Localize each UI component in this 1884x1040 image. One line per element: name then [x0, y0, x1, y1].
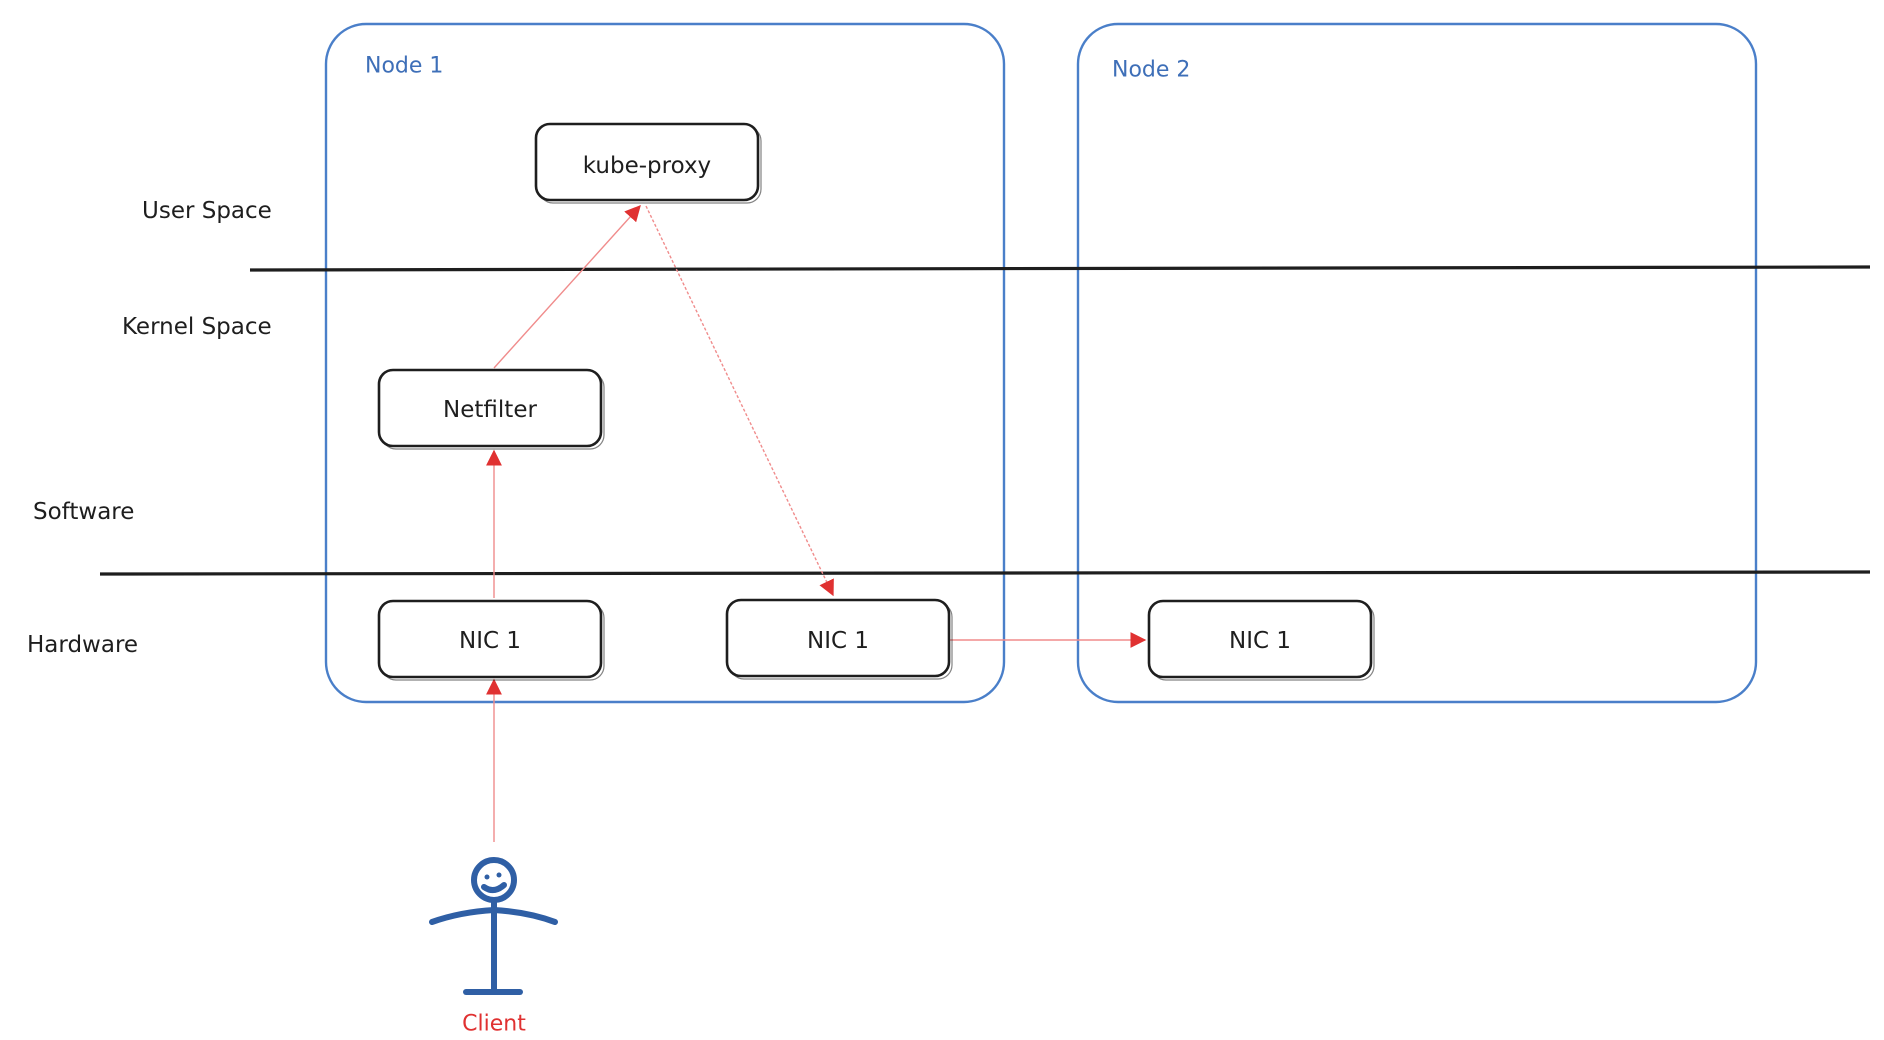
arrow-kube-proxy-to-nic	[645, 205, 834, 597]
node2-nic-box: NIC 1	[1147, 599, 1375, 681]
node-1-title: Node 1	[365, 54, 443, 79]
node1-nic-out-label: NIC 1	[807, 628, 869, 654]
arrow-netfilter-to-kube-proxy	[493, 205, 641, 369]
node1-nic-in-label: NIC 1	[459, 628, 521, 654]
node2-nic-label: NIC 1	[1229, 628, 1291, 654]
kube-proxy-box: kube-proxy	[534, 122, 762, 204]
stick-figure-icon	[429, 857, 558, 995]
layer-label-software: Software	[33, 499, 134, 525]
node-1-frame	[324, 22, 1006, 704]
netfilter-box: Netfilter	[377, 368, 605, 450]
node-2-title: Node 2	[1112, 58, 1190, 83]
netfilter-label: Netfilter	[443, 397, 537, 423]
layer-label-hardware: Hardware	[27, 632, 138, 658]
node-2-frame	[1076, 22, 1758, 704]
client-label: Client	[462, 1012, 526, 1037]
node1-nic-out-box: NIC 1	[725, 598, 953, 680]
kube-proxy-label: kube-proxy	[583, 153, 711, 179]
node1-nic-in-box: NIC 1	[377, 599, 605, 681]
layer-label-kernel-space: Kernel Space	[122, 314, 272, 340]
layer-label-user-space: User Space	[142, 198, 272, 224]
user-kernel-divider	[249, 265, 1871, 272]
software-hardware-divider	[99, 570, 1871, 576]
